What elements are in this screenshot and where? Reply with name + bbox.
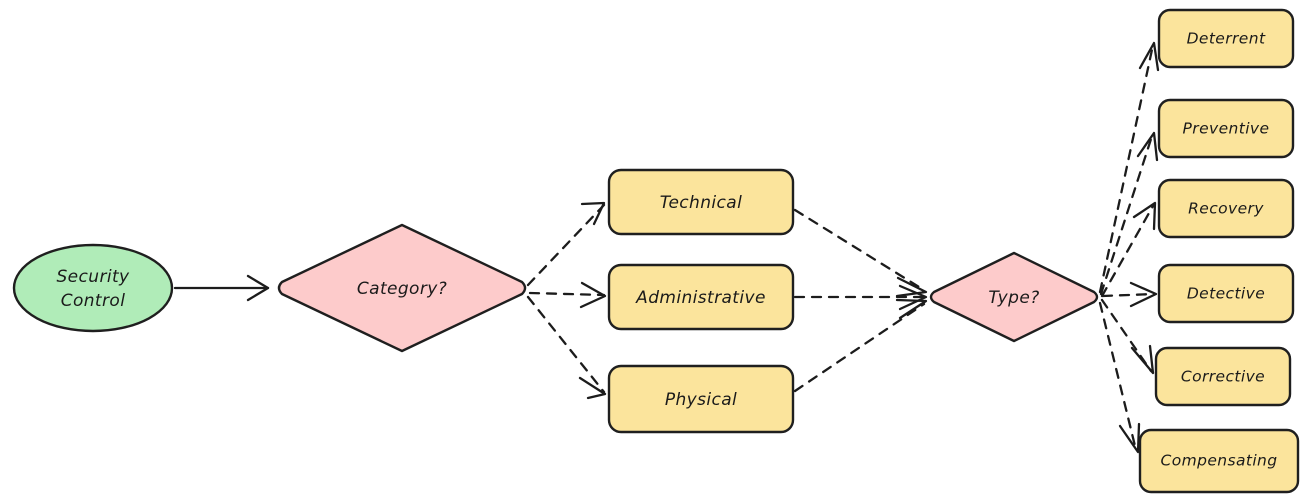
node-compensating[interactable]: Compensating <box>1138 428 1300 494</box>
node-physical[interactable]: Physical <box>607 364 795 434</box>
node-category-decision[interactable]: Category? <box>277 223 527 353</box>
node-corrective[interactable]: Corrective <box>1154 346 1292 407</box>
security-control-label-line1: Security <box>56 267 130 287</box>
compensating-box[interactable] <box>1138 428 1300 494</box>
node-administrative[interactable]: Administrative <box>607 263 795 331</box>
physical-box[interactable] <box>607 364 795 434</box>
edge-category-to-administrative <box>528 281 607 309</box>
physical-label: Physical <box>665 390 737 410</box>
node-detective[interactable]: Detective <box>1157 263 1295 324</box>
security-control-ellipse[interactable] <box>12 243 174 333</box>
node-security-control[interactable]: Security Control <box>12 243 174 333</box>
security-control-label-line2: Control <box>61 291 126 311</box>
administrative-label: Administrative <box>635 288 766 308</box>
node-deterrent[interactable]: Deterrent <box>1157 8 1295 69</box>
category-decision-label: Category? <box>357 279 447 299</box>
technical-box[interactable] <box>607 168 795 236</box>
edge-type-to-recovery <box>1100 201 1157 298</box>
edge-category-to-physical <box>526 295 607 400</box>
deterrent-box[interactable] <box>1157 8 1295 69</box>
node-preventive[interactable]: Preventive <box>1157 98 1295 159</box>
edge-technical-to-type <box>793 208 928 298</box>
preventive-label: Preventive <box>1183 120 1270 138</box>
category-decision-diamond[interactable] <box>277 223 527 353</box>
edge-type-to-deterrent <box>1098 41 1160 294</box>
detective-label: Detective <box>1187 285 1265 303</box>
edge-type-to-preventive <box>1099 131 1159 296</box>
recovery-label: Recovery <box>1188 200 1264 218</box>
technical-label: Technical <box>660 193 742 213</box>
deterrent-label: Deterrent <box>1187 30 1266 48</box>
node-type-decision[interactable]: Type? <box>929 251 1099 343</box>
node-recovery[interactable]: Recovery <box>1157 178 1295 239</box>
recovery-box[interactable] <box>1157 178 1295 239</box>
type-decision-diamond[interactable] <box>929 251 1099 343</box>
edge-group <box>173 41 1160 454</box>
corrective-label: Corrective <box>1181 368 1265 386</box>
compensating-label: Compensating <box>1160 452 1277 470</box>
node-technical[interactable]: Technical <box>607 168 795 236</box>
type-decision-label: Type? <box>988 288 1039 308</box>
corrective-box[interactable] <box>1154 346 1292 407</box>
edge-type-to-compensating <box>1098 301 1141 454</box>
preventive-box[interactable] <box>1157 98 1295 159</box>
detective-box[interactable] <box>1157 263 1295 324</box>
edge-security-control-to-category <box>173 274 270 302</box>
edge-physical-to-type <box>793 298 928 393</box>
edge-category-to-technical <box>526 201 606 287</box>
administrative-box[interactable] <box>607 263 795 331</box>
edge-administrative-to-type <box>793 284 928 311</box>
edge-type-to-detective <box>1101 281 1158 308</box>
edge-type-to-corrective <box>1100 298 1155 375</box>
